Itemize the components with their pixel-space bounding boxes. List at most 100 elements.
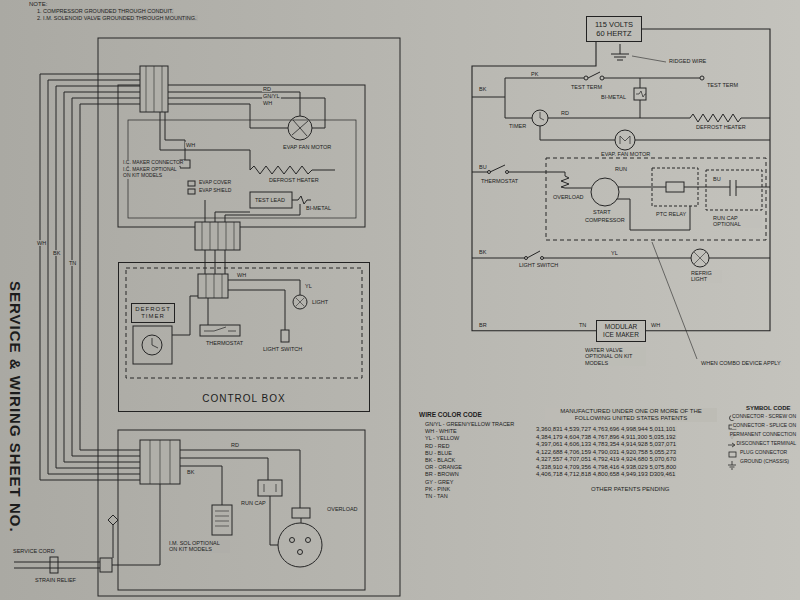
pictorial-diagram-part [168, 98, 325, 128]
wiring-label: RUN CAP OPTIONAL [712, 215, 762, 228]
pictorial-diagram-part [165, 112, 185, 160]
schematic-diagram-part [543, 258, 691, 259]
wire-connector [642, 29, 770, 331]
schematic-diagram-part [546, 158, 766, 240]
wiring-label: RUN [614, 166, 628, 172]
schematic-diagram-part [617, 199, 690, 230]
schematic-diagram-part [472, 97, 532, 118]
wiring-label: EVAP FAN MOTOR [282, 144, 332, 150]
pictorial-diagram-part [142, 335, 162, 355]
pictorial-diagram-part [126, 268, 362, 378]
schematic-diagram-part [736, 187, 770, 188]
schematic-diagram-part [694, 252, 706, 264]
wiring-label: WH - WHITE [424, 428, 458, 434]
pictorial-diagram-part [100, 558, 112, 572]
wiring-label: THERMOSTAT [480, 178, 519, 184]
schematic-diagram-part [615, 130, 635, 150]
schematic-diagram-part [604, 78, 700, 79]
pictorial-diagram-part [202, 222, 234, 250]
wiring-label: WIRE COLOR CODE [418, 411, 483, 418]
control-box-outline: CONTROL BOX DEFROST TIMER [118, 262, 370, 412]
wiring-label: BK [478, 86, 487, 92]
wiring-label: BI-METAL [600, 94, 627, 100]
wiring-label: I.M. SOL OPTIONAL ON KIT MODELS [168, 540, 230, 553]
pictorial-diagram-part [228, 280, 300, 295]
node-text: CONTROL BOX [202, 393, 285, 405]
wiring-label: TN - TAN [424, 493, 449, 499]
pictorial-diagram-part [180, 458, 268, 480]
pictorial-diagram-part [204, 327, 236, 331]
wiring-label: COMPRESSOR [584, 217, 626, 223]
node-text: 115 VOLTS 60 HERTZ [592, 20, 636, 38]
wiring-label: THERMOSTAT [205, 340, 244, 346]
pictorial-diagram-part [212, 505, 232, 535]
wiring-label: EVAP COVER [198, 180, 232, 186]
wiring-label: EVAP. FAN MOTOR [600, 151, 651, 157]
wiring-label: TEST TERM [570, 84, 603, 90]
wiring-label: TEST LEAD [254, 197, 286, 203]
wiring-label: WHEN COMBO DEVICE APPLY [700, 360, 782, 366]
wiring-label: GN/YL - GREEN/YELLOW TRACER [424, 421, 515, 427]
schematic-diagram-part [618, 187, 666, 188]
wiring-label: MANUFACTURED UNDER ONE OR MORE OF THE FO… [545, 408, 717, 422]
wiring-label: BU [712, 176, 722, 182]
schematic-diagram-part [600, 76, 604, 80]
pictorial-diagram-part [180, 466, 222, 505]
pictorial-diagram-part [168, 104, 288, 128]
wiring-label: CONNECTOR - SPLICE ON [732, 423, 797, 429]
node-text: MODULAR ICE MAKER [600, 323, 642, 339]
wiring-label: PLUG CONNECTOR [739, 450, 788, 456]
pictorial-diagram-part [290, 538, 295, 543]
pictorial-diagram-part [281, 330, 289, 342]
pictorial-diagram-part [64, 92, 140, 462]
pictorial-diagram-part [293, 295, 307, 309]
pictorial-diagram-part [188, 189, 195, 194]
wiring-label: WH [36, 240, 47, 246]
wiring-label: 4,122,688 4,706,159 4,790,031 4,920,758 … [535, 449, 677, 456]
wiring-label: GN/YL [262, 93, 281, 99]
pictorial-diagram-part [113, 525, 114, 558]
wiring-label: REFRIG LIGHT [690, 270, 722, 283]
schematic-diagram-part [540, 126, 615, 140]
pictorial-diagram-part [206, 274, 222, 298]
wiring-label: CONNECTOR - SCREW ON [731, 414, 797, 420]
schematic-diagram-part [588, 72, 600, 78]
wiring-label: 4,406,718 4,712,818 4,800,658 4,949,193 … [535, 471, 676, 478]
wiring-label: BU [478, 164, 488, 170]
pictorial-diagram-part [264, 484, 276, 492]
pictorial-diagram-part [292, 508, 310, 518]
wiring-label: 1. COMPRESSOR GROUNDED THROUGH CONDUIT. [36, 8, 174, 14]
wiring-label: BI-METAL [305, 205, 332, 211]
wiring-label: BK [52, 250, 61, 256]
pictorial-diagram-part [50, 557, 58, 573]
defrost-timer-box: DEFROST TIMER [131, 303, 175, 323]
wiring-label: START [592, 209, 612, 215]
schematic-diagram-part [634, 88, 646, 100]
wiring-label: STRAIN RELIEF [34, 577, 77, 583]
pictorial-diagram-part [250, 166, 335, 174]
wiring-label: WH [262, 100, 273, 106]
wiring-label: PK - PINK [424, 486, 451, 492]
pictorial-diagram-part [108, 515, 118, 525]
pictorial-diagram-part [133, 326, 172, 364]
wiring-label: 4,384,179 4,604,738 4,767,896 4,911,300 … [535, 434, 677, 441]
schematic-diagram-part [635, 140, 770, 141]
schematic-diagram-part [584, 76, 588, 80]
schematic-diagram-part [632, 56, 666, 62]
pictorial-diagram-part [198, 274, 228, 298]
wiring-label: RIDGED WIRE [668, 58, 707, 64]
schematic-diagram-part [706, 170, 762, 210]
pictorial-diagram-part [270, 496, 278, 545]
pictorial-diagram-part [292, 120, 308, 136]
wiring-label: WH [650, 322, 661, 328]
pictorial-diagram-part [298, 550, 303, 555]
schematic-diagram-part [730, 180, 736, 196]
schematic-diagram-part [548, 118, 690, 119]
wiring-label: SYMBOL CODE [745, 405, 792, 412]
pictorial-diagram-part [146, 66, 162, 112]
wiring-label: RD [230, 442, 240, 448]
pictorial-diagram-part [296, 298, 304, 306]
wiring-label: OTHER PATENTS PENDING [590, 486, 670, 493]
pictorial-diagram-part [278, 523, 322, 567]
